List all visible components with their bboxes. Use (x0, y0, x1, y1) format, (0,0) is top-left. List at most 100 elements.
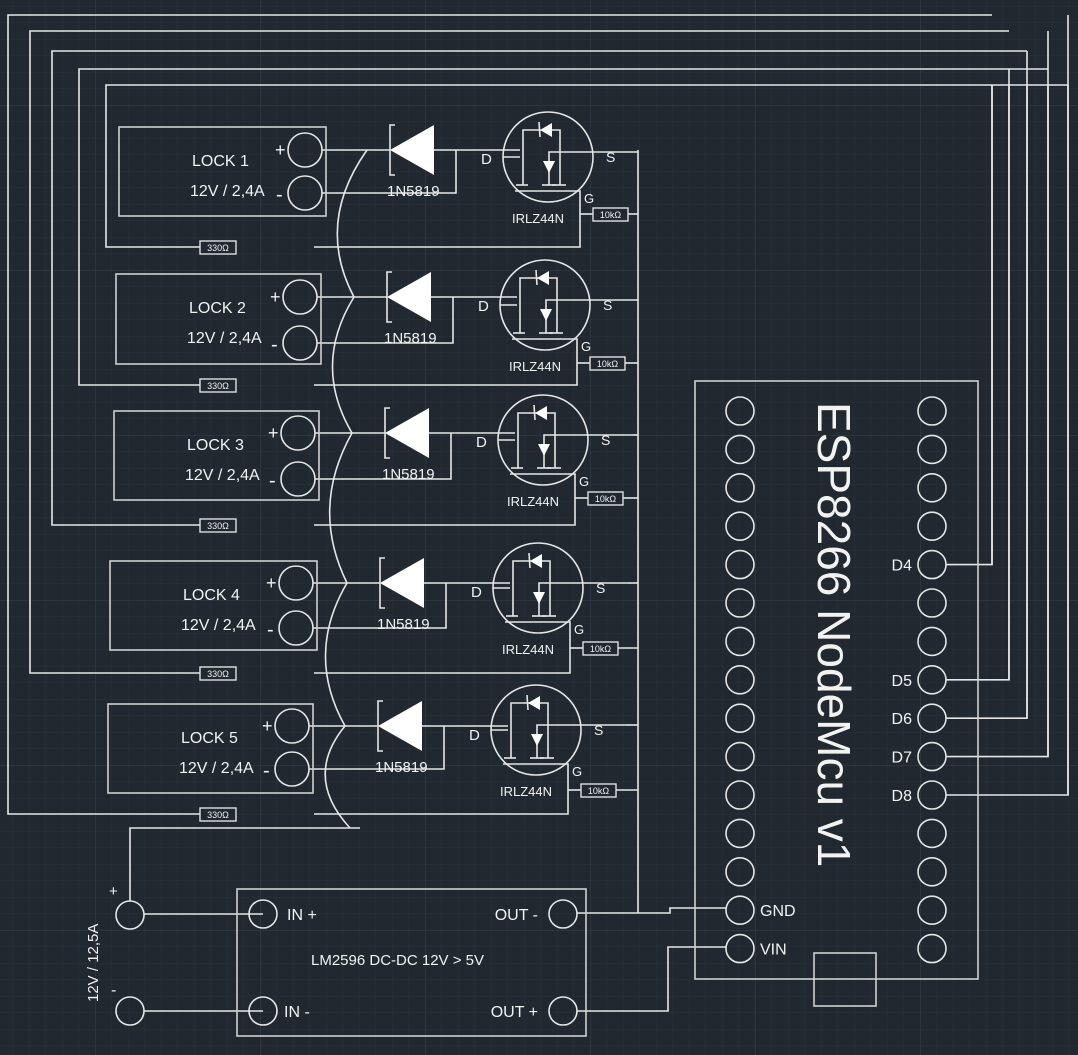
mosfet-label: IRLZ44N (507, 494, 559, 509)
flyback-diode (386, 271, 431, 323)
mosfet (314, 394, 633, 526)
out-plus-terminal (548, 996, 578, 1026)
gate-label: G (572, 764, 582, 779)
out-minus-label: OUT - (495, 907, 538, 924)
gate-resistor-label: 330Ω (207, 243, 229, 253)
lock-minus-terminal (282, 325, 318, 361)
in-plus-terminal (248, 899, 278, 929)
body-diode (540, 123, 552, 137)
diode-triangle (387, 272, 431, 322)
diode-triangle (385, 408, 429, 458)
lock-rating: 12V / 2,4A (187, 330, 262, 347)
lm2596-converter: IN + IN - OUT - OUT + LM2596 DC-DC 12V >… (236, 888, 587, 1037)
psu-rating-label: 12V / 12,5A (85, 924, 102, 1002)
diode-triangle (378, 701, 422, 751)
mcu-right-pin-label: D7 (892, 750, 913, 767)
diode-cathode-bar (386, 271, 392, 323)
lock-plus-label: + (262, 716, 273, 736)
pulldown-resistor (592, 207, 629, 222)
diode-label: 1N5819 (382, 466, 435, 483)
diode-cathode-bar (384, 407, 390, 459)
flyback-diode (377, 700, 422, 752)
body-diode (528, 696, 540, 710)
lock-minus-label: - (276, 184, 283, 206)
mcu-right-pin (917, 780, 947, 810)
lock-name: LOCK 1 (192, 153, 249, 170)
gate-drive-wire (29, 30, 1009, 674)
mcu-left-pin (725, 588, 755, 618)
mcu-right-pin (917, 933, 947, 964)
pulldown-resistor (582, 641, 619, 656)
mcu-left-pin (725, 703, 755, 734)
diode-cathode-bar (379, 557, 385, 609)
gate-resistor-label: 330Ω (207, 810, 229, 820)
gate-resistor-label: 330Ω (207, 521, 229, 531)
channel-arrow (531, 734, 543, 746)
drain-label: D (481, 151, 492, 168)
mcu-left-pin-label: GND (760, 903, 796, 920)
mcu-left-pin (725, 434, 755, 465)
psu-plus-wire (129, 827, 360, 901)
flyback-diode (389, 124, 434, 176)
mcu-right-pin-label: D8 (892, 788, 913, 805)
body-diode (537, 271, 549, 285)
lock-plus-terminal (282, 279, 318, 315)
gate-drive-wire (105, 84, 1068, 248)
gate-resistor (199, 378, 237, 393)
diode-label: 1N5819 (384, 330, 437, 347)
source-label: S (603, 297, 612, 313)
pulldown-resistor (587, 491, 624, 506)
gate-lead (314, 190, 581, 248)
lock-minus-wire (317, 297, 454, 344)
source-label: S (596, 580, 605, 596)
lock-name: LOCK 2 (189, 300, 246, 317)
mosfet-label: IRLZ44N (512, 211, 564, 226)
lock-name: LOCK 5 (181, 730, 238, 747)
mcu-right-pin-label: D6 (892, 711, 913, 728)
mcu-left-pin (725, 396, 755, 426)
pulldown-label: 10kΩ (595, 494, 617, 504)
channel-arrow (540, 309, 552, 321)
lock-box (107, 703, 314, 794)
pulldown-label: 10kΩ (588, 786, 610, 796)
out-plus-to-vin (577, 946, 726, 1012)
diode-label: 1N5819 (375, 759, 428, 776)
mcu-left-pin (725, 818, 755, 849)
diode-label: 1N5819 (387, 183, 440, 200)
source-lead (536, 724, 626, 758)
out-minus-terminal (548, 899, 578, 929)
psu-minus-terminal (115, 996, 145, 1026)
out-minus-to-gnd (577, 907, 726, 914)
body-diode-bar (533, 404, 536, 421)
lock-minus-terminal (280, 461, 316, 497)
mcu-right-pin (917, 741, 947, 772)
lock-minus-label: - (269, 470, 276, 492)
esp8266-title: ESP8266 NodeMcu v1 (808, 402, 860, 867)
out-plus-label: OUT + (491, 1004, 538, 1021)
mcu-left-pin (725, 626, 755, 657)
lock-minus-label: - (267, 619, 274, 641)
gate-lead (314, 473, 576, 526)
gate-drive-wire (7, 14, 992, 815)
usb-connector (813, 952, 877, 1007)
lock-name: LOCK 3 (187, 437, 244, 454)
lock-minus-terminal (274, 751, 310, 787)
diode-cathode-bar (377, 700, 383, 752)
mcu-left-pin-label: VIN (760, 942, 787, 959)
in-minus-label: IN - (284, 1004, 310, 1021)
gate-lead (314, 763, 569, 815)
body-diode-bar (528, 552, 531, 569)
lock-plus-terminal (280, 415, 316, 451)
pulldown-label: 10kΩ (590, 644, 612, 654)
flyback-diode (384, 407, 429, 459)
gate-label: G (584, 191, 594, 206)
lock-minus-terminal (287, 175, 323, 211)
source-label: S (594, 722, 603, 738)
mosfet (314, 542, 628, 674)
source-lead (545, 299, 635, 333)
